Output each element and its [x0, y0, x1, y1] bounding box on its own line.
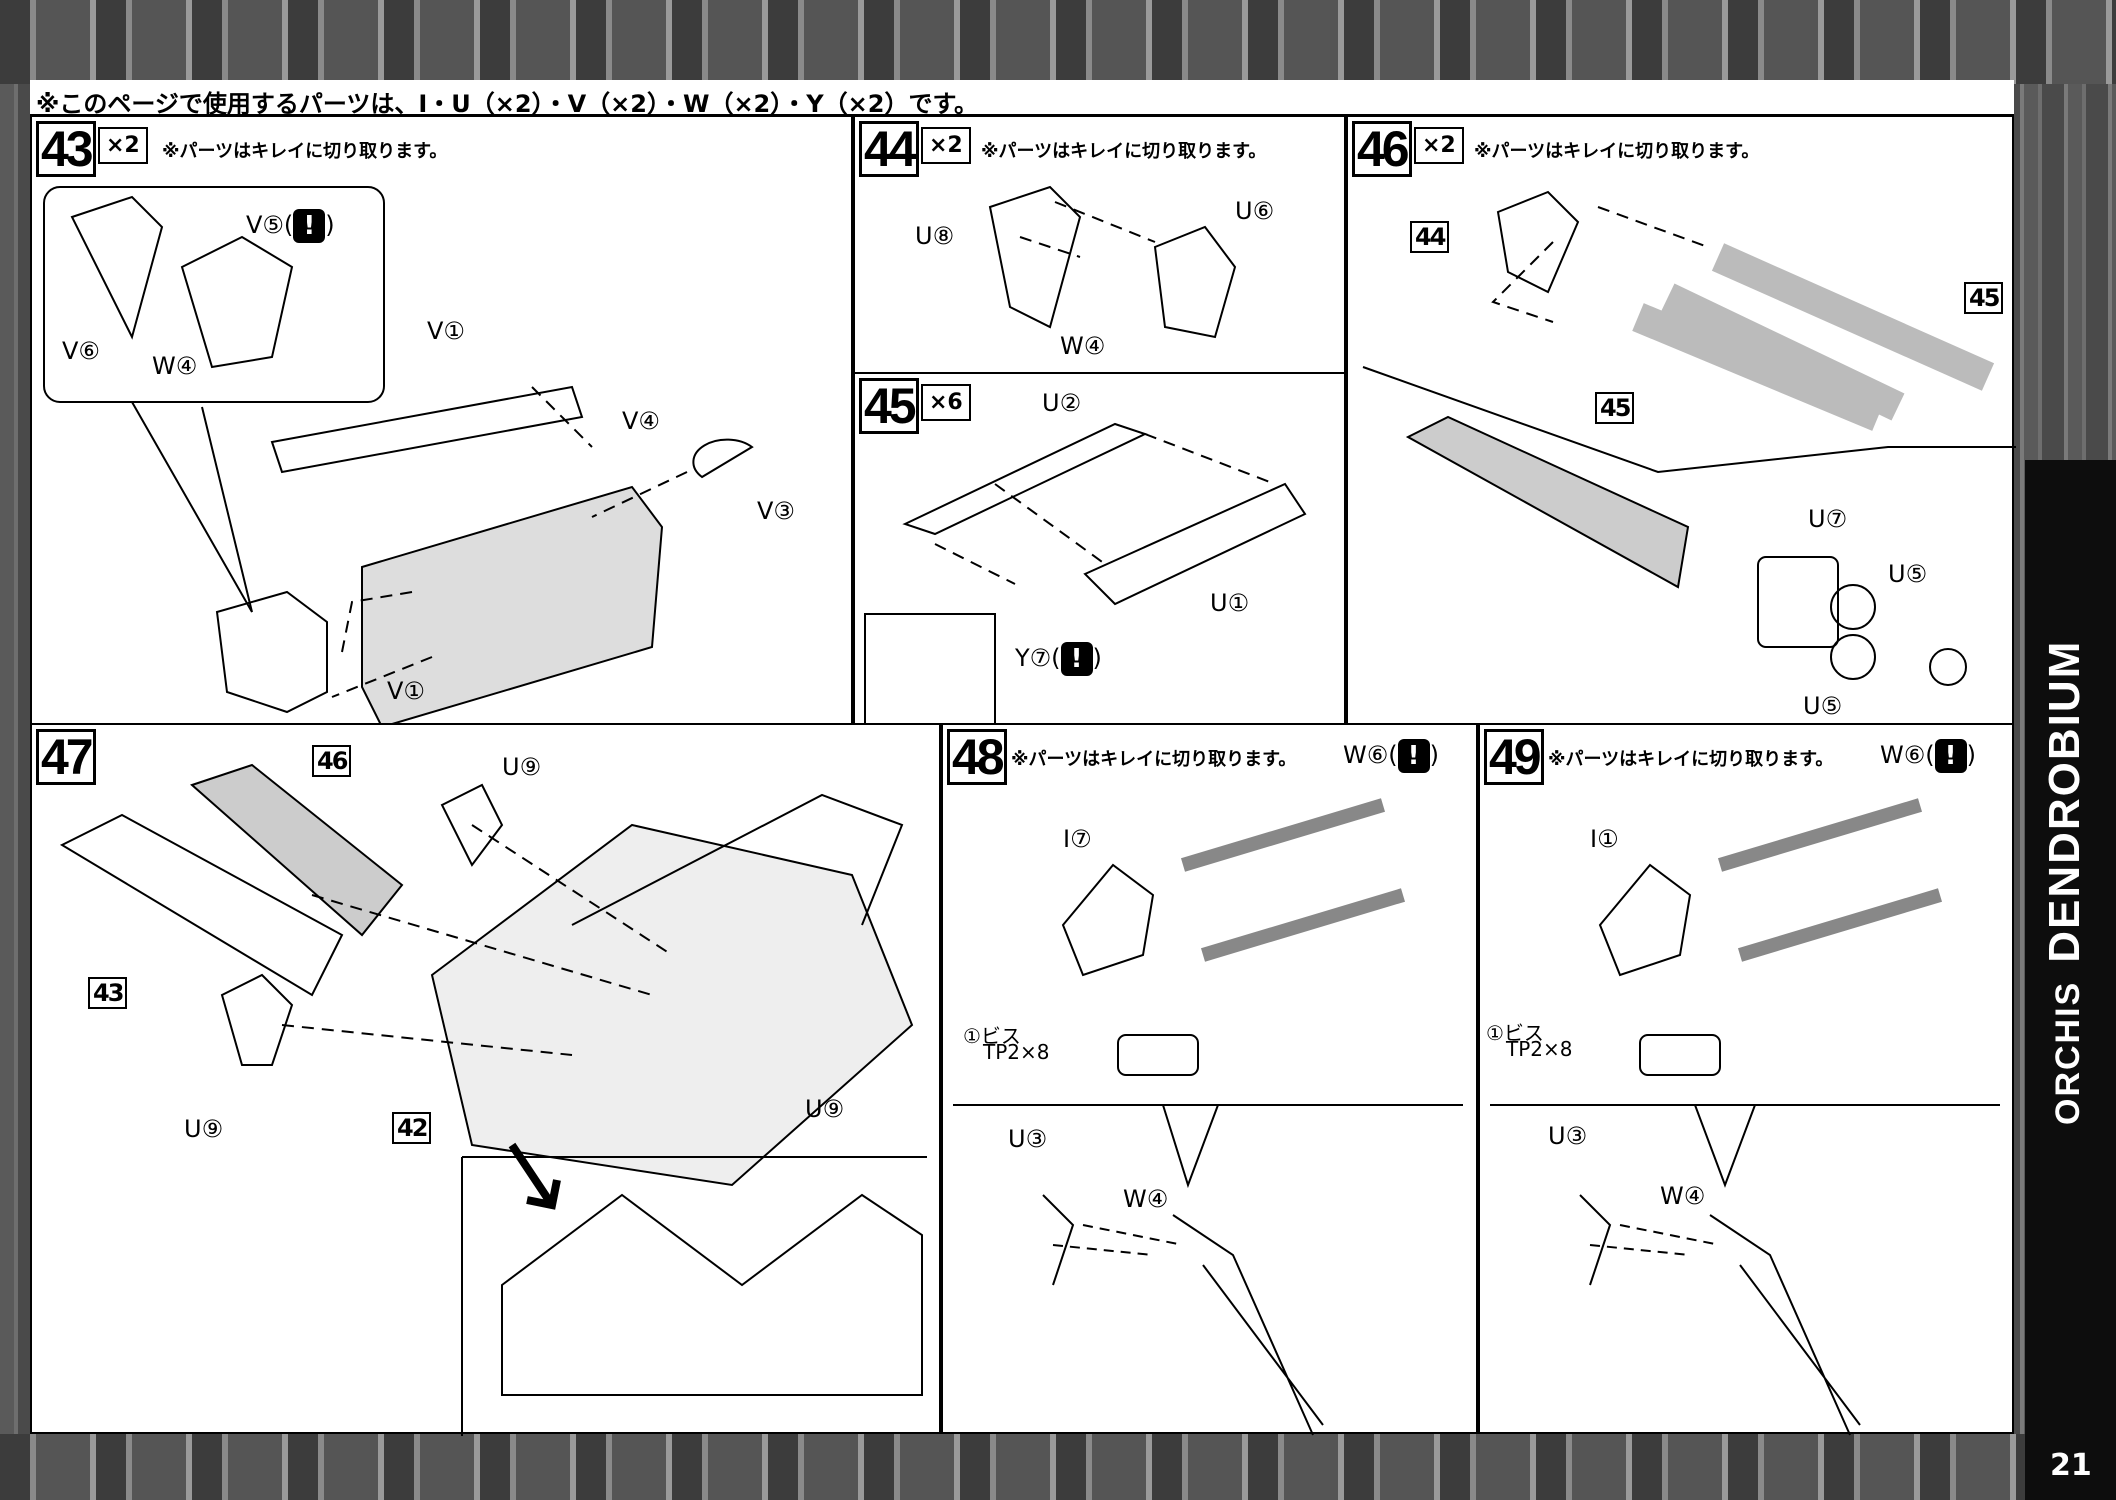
- part-label: V③: [757, 497, 795, 525]
- step-reference: 45: [1964, 282, 2004, 314]
- step-47: 47 46 43 42 U⑨ U⑨ U⑨: [30, 723, 941, 1436]
- step-note: ※パーツはキレイに切り取ります。: [162, 141, 448, 162]
- multiplier-badge: ×6: [921, 384, 971, 421]
- multiplier-badge: ×2: [98, 127, 148, 164]
- step-reference: 42: [392, 1112, 432, 1144]
- part-label: Y⑦(!): [1015, 642, 1102, 676]
- step-45: 45 ×6 U② U① Y⑦(!): [853, 372, 1346, 725]
- step-48: 48 ※パーツはキレイに切り取ります。 W⑥(!) I⑦ ①ビス TP2×8 U…: [941, 723, 1478, 1436]
- step-number: 49: [1484, 729, 1544, 785]
- part-label: U⑥: [1235, 197, 1275, 225]
- part-label: V⑥: [62, 337, 100, 365]
- warning-icon: !: [1397, 739, 1430, 773]
- step-number: 43: [36, 121, 96, 177]
- part-label: V④: [622, 407, 660, 435]
- multiplier-badge: ×2: [921, 127, 971, 164]
- part-label: U③: [1008, 1125, 1048, 1153]
- step-46-diagram: [1362, 190, 2016, 686]
- part-label: V①: [427, 317, 465, 345]
- part-label: W⑥(!): [1880, 739, 1976, 773]
- background-bottom: [0, 1434, 2116, 1500]
- multiplier-badge: ×2: [1414, 127, 1464, 164]
- part-label: U⑤: [1803, 692, 1843, 720]
- step-43: 43 ×2 ※パーツはキレイに切り取ります。 V⑤(!) V⑥ W④ V① V④…: [30, 115, 853, 727]
- part-label: U⑦: [1808, 505, 1848, 533]
- step-49: 49 ※パーツはキレイに切り取ります。 W⑥(!) I① ①ビス TP2×8 U…: [1478, 723, 2014, 1436]
- part-label: W④: [1660, 1182, 1706, 1210]
- step-47-diagram: [59, 763, 927, 1436]
- step-reference: 43: [88, 977, 128, 1009]
- warning-icon: !: [293, 209, 326, 243]
- part-label: W④: [1123, 1185, 1169, 1213]
- step-note: ※パーツはキレイに切り取ります。: [1474, 141, 1760, 162]
- step-note: ※パーツはキレイに切り取ります。: [981, 141, 1267, 162]
- part-label: V⑤(!): [246, 209, 335, 243]
- step-number: 48: [947, 729, 1007, 785]
- part-label: I⑦: [1063, 825, 1092, 853]
- title-large: DENDROBIUM: [2040, 639, 2089, 963]
- step-note: ※パーツはキレイに切り取ります。: [1011, 749, 1297, 770]
- step-48-diagram: [953, 798, 1463, 1436]
- screw-size: TP2×8: [983, 1040, 1050, 1064]
- step-number: 45: [859, 378, 919, 434]
- parts-used-note: ※このページで使用するパーツは、I・U（×2）・V（×2）・W（×2）・Y（×2…: [30, 80, 2014, 118]
- step-number: 46: [1352, 121, 1412, 177]
- part-label: W⑥(!): [1343, 739, 1439, 773]
- warning-icon: !: [1934, 739, 1967, 773]
- step-reference: 44: [1410, 221, 1450, 253]
- step-reference: 45: [1595, 392, 1635, 424]
- part-label: U③: [1548, 1122, 1588, 1150]
- step-43-diagram: [43, 186, 754, 727]
- step-note: ※パーツはキレイに切り取ります。: [1548, 749, 1834, 770]
- part-label: U⑨: [184, 1115, 224, 1143]
- step-reference: 46: [312, 745, 352, 777]
- part-label: W④: [152, 352, 198, 380]
- background-top: [0, 0, 2116, 84]
- title-small: ORCHIS: [2049, 980, 2087, 1125]
- part-label: I①: [1590, 825, 1619, 853]
- screw-label: ①ビス: [963, 1024, 1021, 1048]
- step-49-diagram: [1490, 798, 2000, 1436]
- part-label: U①: [1210, 589, 1250, 617]
- screw-size: TP2×8: [1506, 1037, 1573, 1061]
- step-number: 47: [36, 729, 96, 785]
- screw-label: ①ビス: [1486, 1021, 1544, 1045]
- part-label: U⑤: [1888, 560, 1928, 588]
- part-label: U⑧: [915, 222, 955, 250]
- step-46: 46 ×2 ※パーツはキレイに切り取ります。 44 45 45 U⑦ U⑤ U⑤: [1346, 115, 2016, 725]
- part-label: W④: [1060, 332, 1106, 360]
- step-number: 44: [859, 121, 919, 177]
- part-label: V①: [387, 677, 425, 705]
- step-44: 44 ×2 ※パーツはキレイに切り取ります。 U⑧ U⑥ W④: [853, 115, 1346, 374]
- part-label: U⑨: [805, 1095, 845, 1123]
- page-number: 21: [2050, 1448, 2092, 1483]
- step-44-diagram: [988, 185, 1237, 339]
- part-label: U⑨: [502, 753, 542, 781]
- side-band: [2025, 460, 2116, 1500]
- product-title: ORCHIS DENDROBIUM: [2040, 640, 2090, 1125]
- part-label: U②: [1042, 389, 1082, 417]
- warning-icon: !: [1060, 642, 1093, 676]
